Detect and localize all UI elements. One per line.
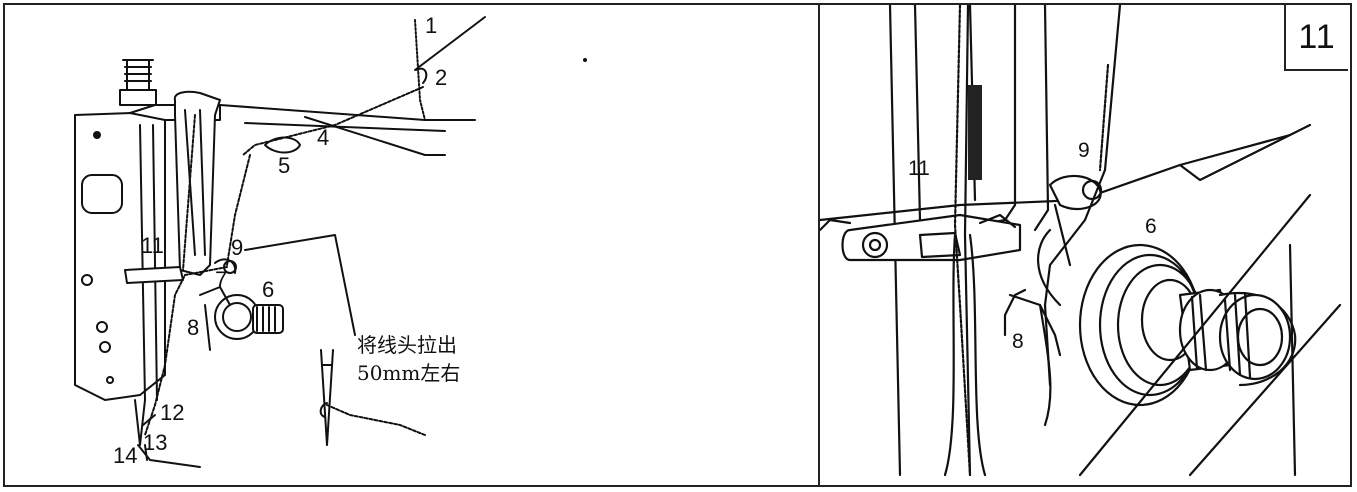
figure-number-box: 11	[1284, 5, 1348, 71]
diagram-frame	[3, 3, 1352, 487]
label-5: 5	[278, 153, 290, 178]
label-13: 13	[143, 430, 167, 455]
label-12: 12	[160, 400, 184, 425]
label-6: 6	[262, 277, 274, 302]
threading-detail-panel: 11 9 6 8 11	[820, 5, 1350, 485]
label-14: 14	[113, 443, 137, 468]
label-4: 4	[317, 125, 329, 150]
threading-overview-panel: 1 2 4 5 9 6 7 8 11 12 13 14 将线头拉出 50mm左右	[5, 5, 818, 485]
label-2: 2	[435, 65, 447, 90]
panel-divider	[818, 3, 820, 487]
label-9: 9	[231, 235, 243, 260]
tension-closeup-drawing: 11 9 6 8	[820, 5, 1342, 477]
detail-label-8: 8	[1012, 330, 1024, 353]
label-1: 1	[425, 13, 437, 38]
label-11: 11	[141, 233, 164, 258]
detail-label-6: 6	[1145, 215, 1157, 238]
detail-label-11: 11	[908, 157, 930, 180]
label-8: 8	[187, 315, 199, 340]
sewing-machine-head-drawing: 1 2 4 5 9 6 7 8 11 12 13 14	[74, 13, 587, 468]
note-line-1: 将线头拉出	[357, 333, 457, 357]
figure-number: 11	[1298, 17, 1336, 56]
label-7: 7	[215, 267, 227, 292]
note-line-2: 50mm左右	[357, 361, 461, 385]
detail-label-9: 9	[1078, 139, 1090, 162]
thread-pull-note: 将线头拉出 50mm左右	[357, 331, 460, 387]
